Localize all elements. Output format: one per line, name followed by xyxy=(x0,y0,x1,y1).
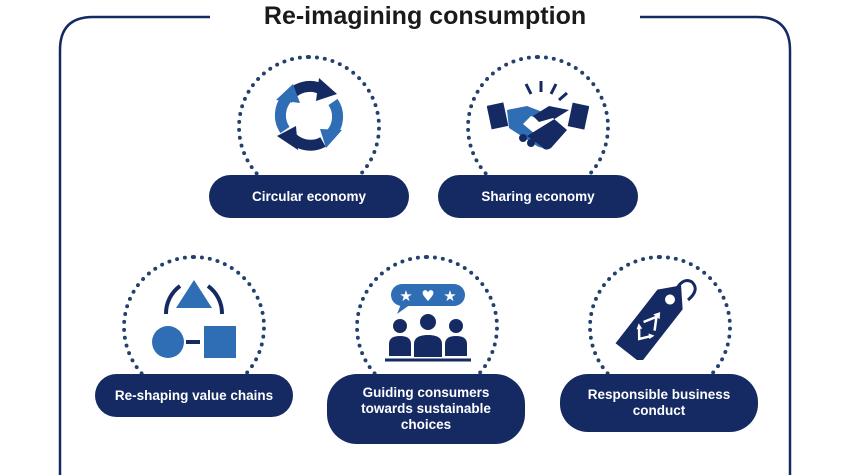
value-chains-label: Re-shaping value chains xyxy=(95,374,293,417)
svg-text:★: ★ xyxy=(443,287,456,305)
circular-arrows-icon xyxy=(274,78,344,151)
consumers-rating-icon: ★ ♥ ★ xyxy=(385,284,471,362)
guiding-consumers-label: Guiding consumers towards sustainable ch… xyxy=(327,374,525,444)
page-title: Re-imagining consumption xyxy=(215,0,635,32)
svg-text:★: ★ xyxy=(399,287,412,305)
recycle-tag-icon xyxy=(615,279,697,360)
shapes-icon xyxy=(152,280,236,358)
svg-text:♥: ♥ xyxy=(421,287,434,305)
handshake-icon xyxy=(487,81,589,150)
circular-economy-label: Circular economy xyxy=(209,175,409,218)
sharing-economy-label: Sharing economy xyxy=(438,175,638,218)
responsible-business-label: Responsible business conduct xyxy=(560,374,758,432)
